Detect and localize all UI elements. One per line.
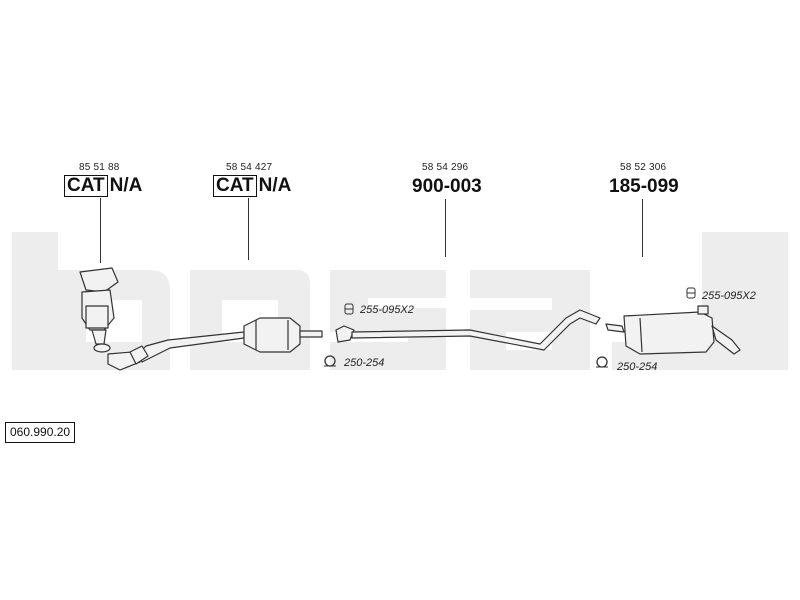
bracket-icon (344, 303, 354, 315)
rear-silencer-part (605, 305, 741, 355)
cat-box-1: CAT (64, 175, 108, 197)
accessory-code-2[interactable]: 250-254 (344, 357, 385, 369)
clamp-ring-icon (324, 355, 336, 367)
part-label-3[interactable]: 900-003 (412, 176, 482, 197)
leader-line-1 (100, 198, 101, 263)
cat-box-2: CAT (213, 175, 257, 197)
clamp-ring-icon (596, 356, 608, 368)
part-label-1-text: N/A (109, 175, 143, 196)
manifold-catalyst-part (79, 267, 141, 371)
bracket-icon (686, 287, 696, 299)
leader-line-2 (248, 198, 249, 260)
leader-line-3 (445, 199, 446, 257)
middle-pipe-part (335, 309, 601, 351)
diagram-code-label: 060.990.20 (5, 422, 76, 443)
front-pipe-catalyst-part (129, 317, 323, 365)
accessory-code-1[interactable]: 255-095X2 (360, 304, 414, 316)
oem-number-4: 58 52 306 (620, 162, 667, 173)
accessory-code-3[interactable]: 255-095X2 (702, 290, 756, 302)
leader-line-4 (642, 199, 643, 257)
oem-number-1: 85 51 88 (79, 162, 120, 173)
oem-number-3: 58 54 296 (422, 162, 469, 173)
oem-number-2: 58 54 427 (226, 162, 273, 173)
part-label-2-text: N/A (258, 175, 292, 196)
part-label-4[interactable]: 185-099 (609, 176, 679, 197)
accessory-code-4[interactable]: 250-254 (617, 361, 658, 373)
